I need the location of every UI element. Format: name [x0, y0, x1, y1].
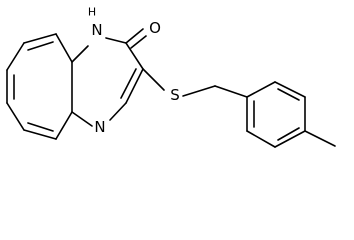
atom-label-h: H — [88, 6, 96, 19]
atom-label-s: S — [170, 86, 180, 104]
bond — [23, 33, 57, 44]
carbonyl-group — [125, 28, 147, 49]
bond — [105, 37, 127, 44]
bond — [274, 81, 306, 98]
bond — [246, 130, 276, 148]
double-bond-inner — [277, 88, 300, 101]
bond — [71, 45, 89, 63]
bond — [246, 81, 276, 98]
bond — [6, 42, 25, 71]
bond — [125, 68, 144, 104]
chemical-structure-diagram: H N O N S — [6, 6, 336, 148]
thioether-linkage — [142, 68, 248, 98]
double-bond — [125, 28, 144, 44]
double-bond-inner — [27, 122, 54, 132]
bond — [71, 111, 93, 127]
bond — [274, 130, 306, 148]
atom-label-o: O — [149, 19, 161, 37]
bond — [182, 85, 216, 97]
methyl-bond — [304, 130, 336, 147]
double-bond — [130, 35, 147, 49]
bond — [23, 129, 57, 140]
bond — [6, 102, 25, 131]
double-bond — [120, 68, 137, 99]
atom-label-nh: N — [91, 21, 102, 39]
bond — [109, 102, 127, 121]
pyrazinone-ring — [71, 37, 144, 127]
double-bond-inner — [277, 127, 300, 141]
bond — [142, 68, 165, 91]
bond — [125, 42, 144, 70]
bond — [55, 33, 73, 63]
double-bond-inner — [27, 41, 54, 51]
bond — [214, 85, 248, 98]
bond — [55, 111, 73, 140]
tolyl-ring — [246, 81, 306, 148]
benzo-ring — [6, 33, 73, 140]
atom-label-n: N — [94, 118, 105, 136]
